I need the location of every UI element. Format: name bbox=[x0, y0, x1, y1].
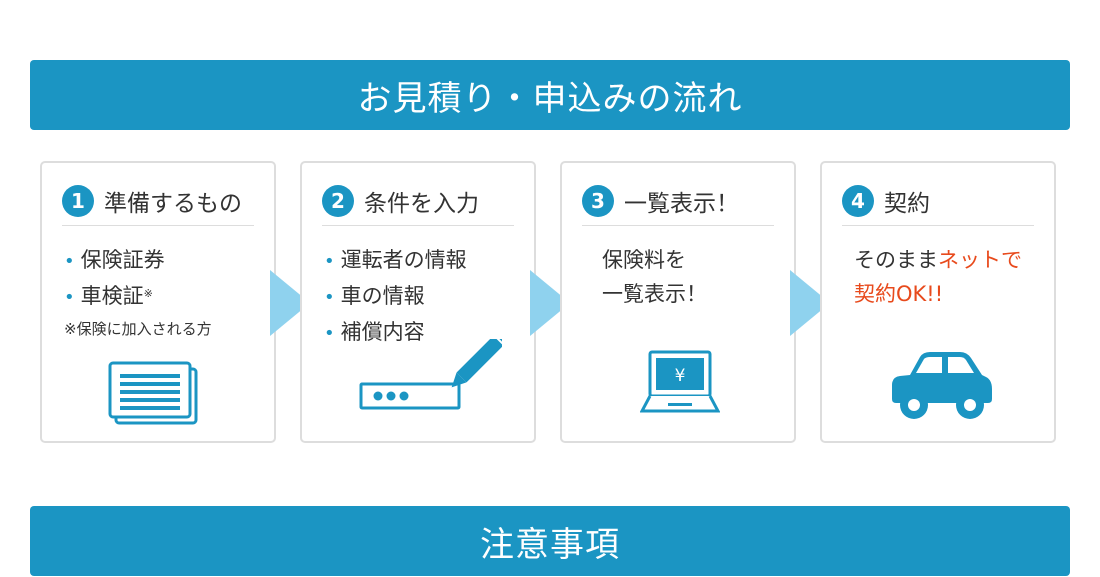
step-2-list: •運転者の情報 •車の情報 •補償内容 bbox=[324, 243, 467, 351]
step-3-header: 3 一覧表示！ bbox=[582, 177, 774, 226]
step-4-card: 4 契約 そのままネットで 契約OK!! bbox=[820, 161, 1056, 443]
step-4-number: 4 bbox=[842, 185, 874, 217]
list-item: •補償内容 bbox=[324, 320, 425, 344]
step-4-description: そのままネットで 契約OK!! bbox=[854, 248, 1022, 306]
flow-banner: お見積り・申込みの流れ bbox=[30, 60, 1070, 130]
step-3-number: 3 bbox=[582, 185, 614, 217]
step-4-header: 4 契約 bbox=[842, 177, 1034, 226]
yen-symbol: ¥ bbox=[675, 366, 686, 386]
step-2-title: 条件を入力 bbox=[364, 191, 479, 217]
step-2-header: 2 条件を入力 bbox=[322, 177, 514, 226]
step-2-number: 2 bbox=[322, 185, 354, 217]
step-4-title: 契約 bbox=[884, 191, 930, 217]
step-3-description: 保険料を 一覧表示！ bbox=[602, 248, 707, 306]
flow-title: お見積り・申込みの流れ bbox=[357, 78, 743, 119]
step-1-title: 準備するもの bbox=[104, 191, 242, 217]
step-2-card: 2 条件を入力 •運転者の情報 •車の情報 •補償内容 bbox=[300, 161, 536, 443]
step-3-title: 一覧表示！ bbox=[624, 191, 739, 217]
item-mark: ※ bbox=[143, 287, 153, 300]
step-1-list: •保険証券 •車検証※ bbox=[64, 243, 165, 315]
notes-title: 注意事項 bbox=[480, 524, 620, 565]
step-1-card: 1 準備するもの •保険証券 •車検証※ ※保険に加入される方 bbox=[40, 161, 276, 443]
step-1-header: 1 準備するもの bbox=[62, 177, 254, 226]
input-pen-icon bbox=[359, 339, 502, 410]
list-item: •運転者の情報 bbox=[324, 248, 467, 272]
list-item: •保険証券 bbox=[64, 248, 165, 272]
list-item: •車の情報 bbox=[324, 284, 425, 308]
step-3-card: 3 一覧表示！ 保険料を 一覧表示！ ¥ bbox=[560, 161, 796, 443]
document-stack-icon bbox=[108, 361, 198, 425]
list-item: •車検証※ bbox=[64, 284, 153, 308]
laptop-yen-icon: ¥ bbox=[640, 350, 720, 413]
car-icon bbox=[892, 352, 992, 419]
notes-banner: 注意事項 bbox=[30, 506, 1070, 576]
step-1-note: ※保険に加入される方 bbox=[64, 320, 212, 338]
step-1-number: 1 bbox=[62, 185, 94, 217]
